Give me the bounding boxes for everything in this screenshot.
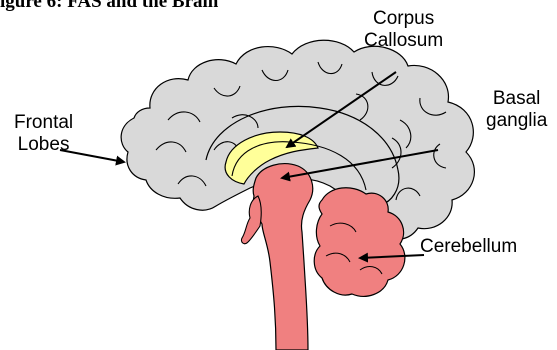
corpus-callosum-label: Corpus Callosum xyxy=(364,8,443,52)
cerebellum-label: Cerebellum xyxy=(420,236,517,258)
pituitary-shape xyxy=(241,196,261,244)
brainstem-shape xyxy=(253,164,313,350)
frontal-lobes-label: Frontal Lobes xyxy=(14,112,73,156)
basal-ganglia-label: Basal ganglia xyxy=(486,88,547,132)
